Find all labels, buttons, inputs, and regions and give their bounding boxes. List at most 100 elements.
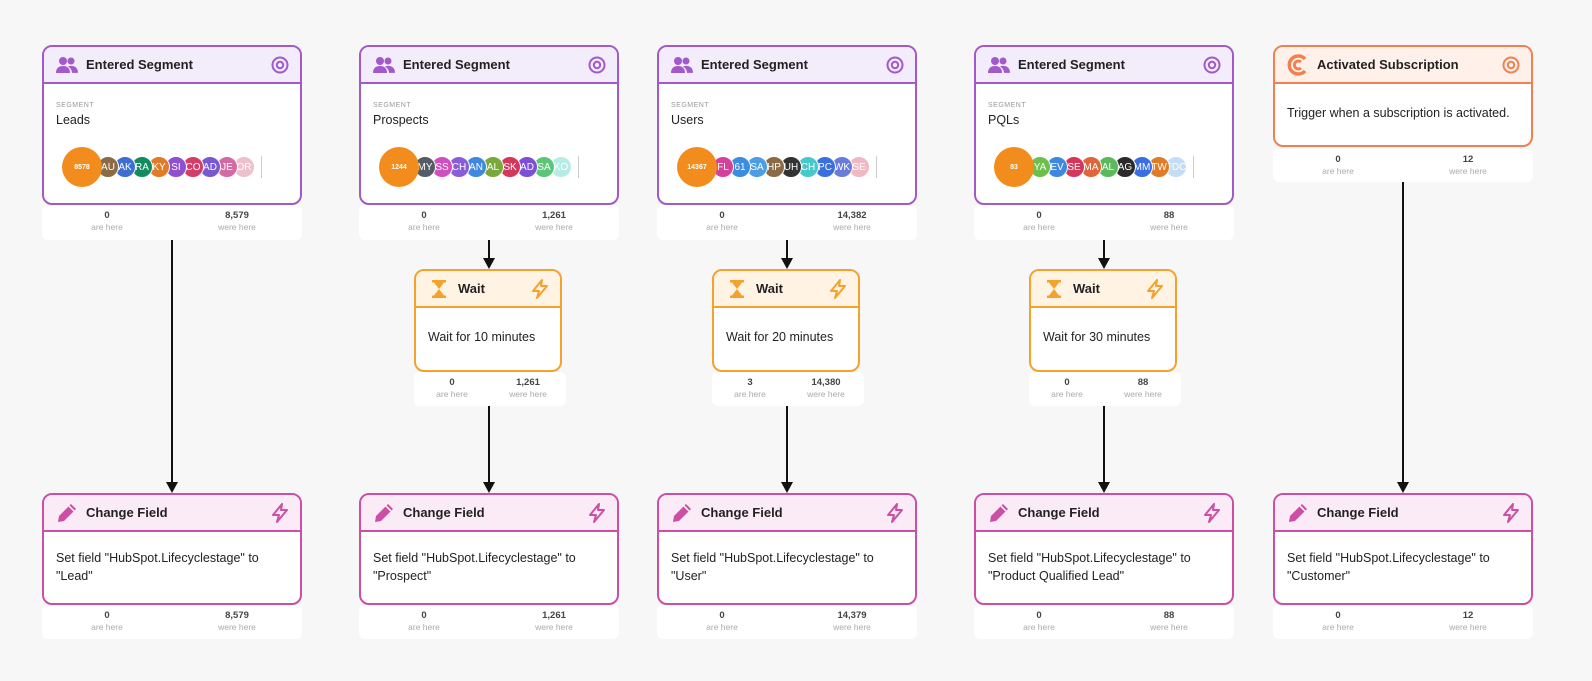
- are-here-label: are here: [408, 622, 440, 632]
- avatar[interactable]: SE: [848, 156, 870, 178]
- connector-arrowhead: [1098, 258, 1110, 269]
- target-icon[interactable]: [587, 55, 607, 75]
- pencil-icon: [56, 502, 78, 524]
- segment-name: Prospects: [373, 113, 429, 127]
- hourglass-icon: [1043, 278, 1065, 300]
- wait-node-title: Wait: [458, 281, 485, 296]
- were-here-label: were here: [1150, 222, 1188, 232]
- were-here-label: were here: [1124, 389, 1162, 399]
- connector-arrowhead: [1397, 482, 1409, 493]
- are-here-count: 0: [421, 210, 427, 221]
- segment-trigger-node-title: Entered Segment: [1018, 57, 1125, 72]
- were-here-count: 8,579: [225, 210, 249, 221]
- avatar[interactable]: RA: [131, 156, 153, 178]
- change-field-node-header: Change Field: [44, 495, 300, 532]
- segment-trigger-node-header: Entered Segment: [361, 47, 617, 84]
- change-field-node-header: Change Field: [1275, 495, 1531, 532]
- target-icon[interactable]: [885, 55, 905, 75]
- connector-arrowhead: [781, 258, 793, 269]
- change-field-node-header: Change Field: [976, 495, 1232, 532]
- segment-label: SEGMENT: [56, 102, 95, 109]
- change-field-node-title: Change Field: [1018, 505, 1100, 520]
- change-field-description: Set field "HubSpot.Lifecyclestage" to "L…: [56, 551, 259, 583]
- were-here-label: were here: [535, 622, 573, 632]
- segment-trigger-node-header: Entered Segment: [659, 47, 915, 84]
- change-field-node-header: Change Field: [361, 495, 617, 532]
- were-here-label: were here: [535, 222, 573, 232]
- change-field-description: Set field "HubSpot.Lifecyclestage" to "C…: [1287, 551, 1490, 583]
- were-here-count: 1,261: [542, 610, 566, 621]
- were-here-count: 1,261: [516, 377, 540, 388]
- bolt-icon[interactable]: [828, 278, 848, 299]
- target-icon[interactable]: [1202, 55, 1222, 75]
- target-icon[interactable]: [1501, 55, 1521, 75]
- bolt-icon[interactable]: [885, 502, 905, 523]
- avatar[interactable]: AL: [1097, 156, 1119, 178]
- were-here-label: were here: [1449, 622, 1487, 632]
- avatar-stack-divider: [578, 156, 579, 178]
- avatar[interactable]: MY: [414, 156, 436, 178]
- avatar[interactable]: MM: [1131, 156, 1153, 178]
- are-here-count: 0: [1064, 377, 1070, 388]
- are-here-count: 0: [104, 610, 110, 621]
- pencil-icon: [671, 502, 693, 524]
- segment-name: PQLs: [988, 113, 1020, 127]
- avatar[interactable]: FL: [712, 156, 734, 178]
- avatar[interactable]: PC: [814, 156, 836, 178]
- avatar[interactable]: SA: [746, 156, 768, 178]
- were-here-count: 12: [1462, 154, 1474, 165]
- bolt-icon[interactable]: [1501, 502, 1521, 523]
- bolt-icon[interactable]: [1145, 278, 1165, 299]
- avatar[interactable]: AK: [114, 156, 136, 178]
- change-field-node-title: Change Field: [701, 505, 783, 520]
- avatar[interactable]: SE: [1063, 156, 1085, 178]
- bolt-icon[interactable]: [1202, 502, 1222, 523]
- segment-label: SEGMENT: [671, 102, 710, 109]
- avatar-stack-divider: [1193, 156, 1194, 178]
- are-here-label: are here: [706, 222, 738, 232]
- target-icon[interactable]: [270, 55, 290, 75]
- bolt-icon[interactable]: [270, 502, 290, 523]
- are-here-label: are here: [91, 222, 123, 232]
- connector-arrowhead: [483, 258, 495, 269]
- avatar[interactable]: AL: [482, 156, 504, 178]
- bolt-icon[interactable]: [530, 278, 550, 299]
- are-here-count: 0: [1335, 154, 1341, 165]
- avatar-stack-divider: [876, 156, 877, 178]
- are-here-count: 0: [1036, 210, 1042, 221]
- connector-arrowhead: [1098, 482, 1110, 493]
- wait-description: Wait for 10 minutes: [428, 330, 536, 344]
- are-here-label: are here: [408, 222, 440, 232]
- are-here-label: are here: [1322, 166, 1354, 176]
- bolt-icon[interactable]: [587, 502, 607, 523]
- avatar[interactable]: KO: [550, 156, 572, 178]
- are-here-label: are here: [1322, 622, 1354, 632]
- wait-description: Wait for 20 minutes: [726, 330, 834, 344]
